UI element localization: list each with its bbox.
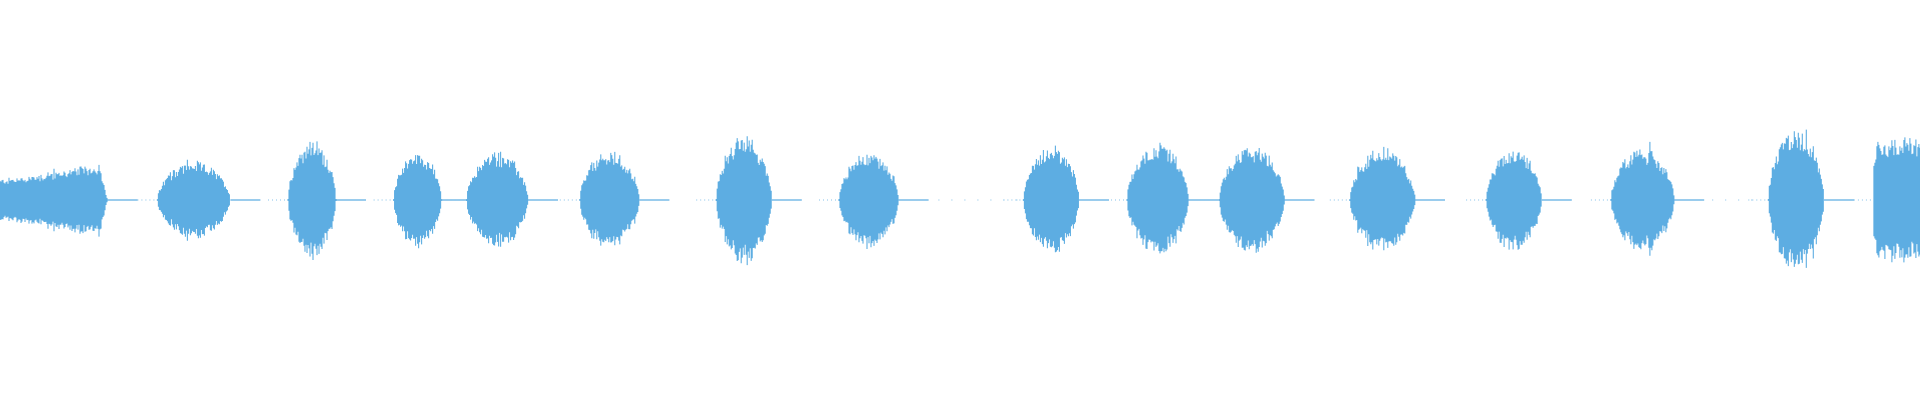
waveform-burst xyxy=(696,136,802,266)
waveform-burst-path xyxy=(579,151,640,246)
waveform-burst xyxy=(373,155,472,249)
waveform-burst-path xyxy=(1767,129,1824,268)
waveform-burst xyxy=(1003,145,1109,253)
waveform-burst-path xyxy=(1218,148,1285,253)
waveform-bursts xyxy=(0,129,1920,268)
waveform-burst xyxy=(137,159,261,241)
waveform-burst xyxy=(268,141,366,260)
waveform-burst-path xyxy=(1485,151,1542,250)
waveform-burst-path xyxy=(1126,142,1189,254)
waveform-burst-path xyxy=(1022,145,1079,253)
waveform-burst-path xyxy=(1349,146,1416,251)
waveform-burst xyxy=(1199,148,1315,253)
waveform-burst xyxy=(1329,146,1445,251)
waveform-burst xyxy=(0,164,138,237)
waveform-burst-path xyxy=(393,155,443,249)
waveform-burst-path xyxy=(1873,137,1920,263)
waveform-burst xyxy=(559,151,670,246)
waveform-burst-path xyxy=(0,164,108,237)
waveform-burst xyxy=(1853,137,1920,263)
waveform-burst-path xyxy=(156,159,230,241)
waveform-burst xyxy=(1107,142,1219,254)
waveform-burst xyxy=(1748,129,1854,268)
waveform-burst-path xyxy=(466,151,529,247)
waveform-burst xyxy=(1590,141,1705,256)
waveform-burst xyxy=(1466,151,1572,250)
waveform-burst-path xyxy=(1610,141,1675,256)
waveform-burst xyxy=(819,154,929,249)
waveform-burst xyxy=(446,151,558,247)
waveform-burst-path xyxy=(287,141,337,260)
waveform-burst-path xyxy=(838,154,899,249)
waveform-burst-path xyxy=(715,136,772,266)
